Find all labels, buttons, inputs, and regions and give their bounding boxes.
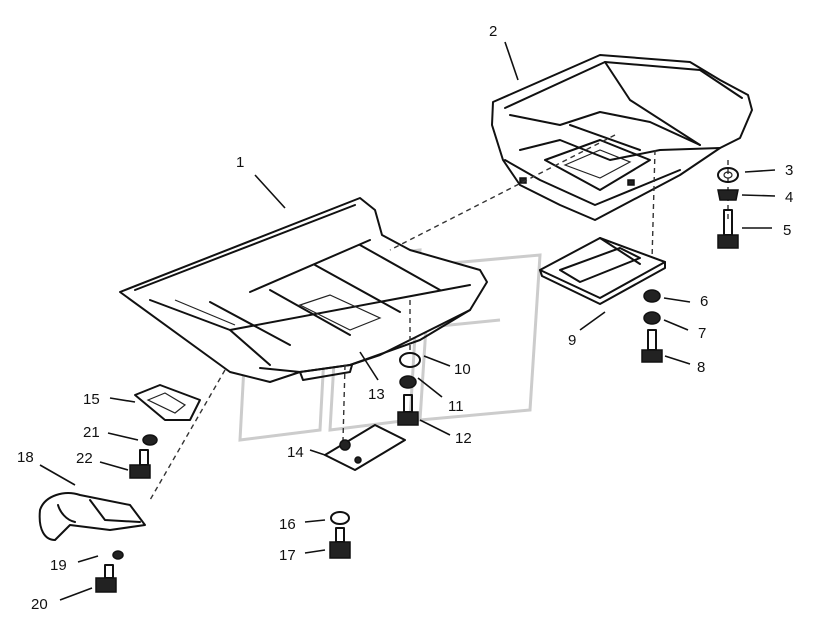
gasket-part-15 [134, 384, 201, 421]
callout-2: 2 [489, 23, 497, 40]
washer-part-6 [643, 289, 661, 303]
bolt-part-22 [129, 449, 151, 479]
guard-plate-part-1 [119, 197, 488, 383]
washer-part-3 [717, 167, 739, 183]
washer-part-10 [399, 352, 421, 368]
centerline-6 [149, 369, 226, 501]
lock-washer-part-7 [643, 311, 661, 325]
washer-part-21 [142, 434, 158, 446]
lock-washer-part-16 [330, 511, 350, 525]
callout-20: 20 [31, 596, 48, 613]
centerline-2 [651, 149, 656, 261]
callout-19: 19 [50, 557, 67, 574]
bolt-part-12 [397, 394, 419, 426]
plate-part-14 [324, 424, 406, 471]
callout-1: 1 [236, 154, 244, 171]
callout-10: 10 [454, 361, 471, 378]
callout-21: 21 [83, 424, 100, 441]
callout-13: 13 [368, 386, 385, 403]
callout-14: 14 [287, 444, 304, 461]
callout-3: 3 [785, 162, 793, 179]
leader-lines [39, 41, 776, 601]
centerline-1 [389, 134, 616, 251]
callout-4: 4 [785, 189, 793, 206]
oil-pan-part-2 [491, 54, 753, 221]
callout-17: 17 [279, 547, 296, 564]
callout-6: 6 [700, 293, 708, 310]
cover-plate-part-9 [539, 237, 666, 305]
centerline-5 [342, 364, 346, 441]
callout-5: 5 [783, 222, 791, 239]
callout-9: 9 [568, 332, 576, 349]
callout-22: 22 [76, 450, 93, 467]
washer-part-19 [112, 550, 124, 560]
callout-16: 16 [279, 516, 296, 533]
lock-washer-part-11 [399, 375, 417, 389]
callout-18: 18 [17, 449, 34, 466]
callout-7: 7 [698, 325, 706, 342]
lock-washer-part-4 [717, 189, 739, 201]
bracket-part-18 [38, 492, 146, 541]
bolt-part-8 [641, 329, 663, 363]
callout-15: 15 [83, 391, 100, 408]
bolt-part-20 [95, 564, 117, 593]
callout-11: 11 [448, 398, 464, 415]
callout-8: 8 [697, 359, 705, 376]
bolt-part-17 [329, 527, 351, 559]
callout-labels: 1 2 3 4 5 6 7 8 9 10 11 12 13 14 15 16 1… [17, 23, 793, 613]
callout-12: 12 [455, 430, 472, 447]
bolt-part-5 [717, 209, 739, 249]
